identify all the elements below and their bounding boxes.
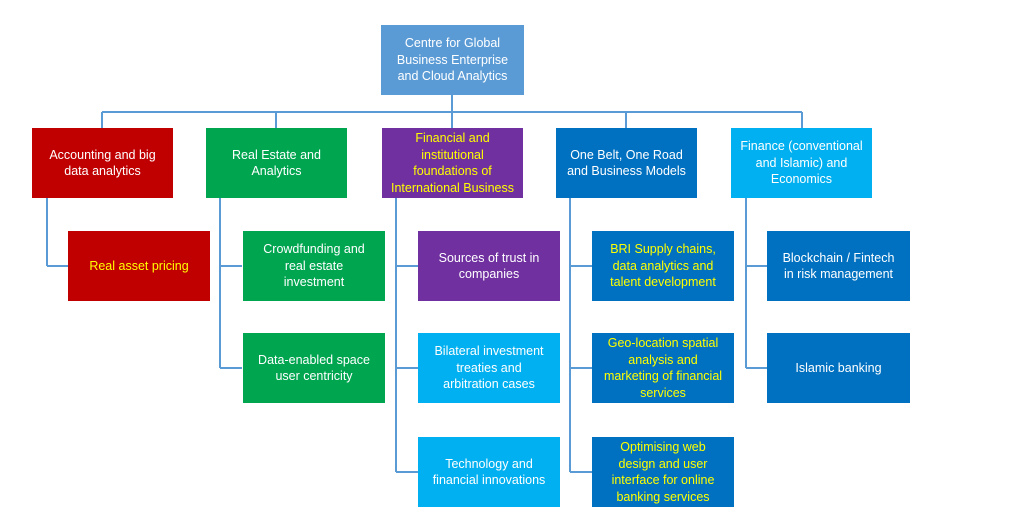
child-sources-of-trust: Sources of trust in companies [418, 231, 560, 301]
branch-one-belt-one-road: One Belt, One Road and Business Models [556, 128, 697, 198]
branch-finance-economics: Finance (conventional and Islamic) and E… [731, 128, 872, 198]
child-islamic-banking: Islamic banking [767, 333, 910, 403]
child-data-enabled-space: Data-enabled space user centricity [243, 333, 385, 403]
child-bri-supply-chains: BRI Supply chains, data analytics and ta… [592, 231, 734, 301]
child-geo-location: Geo-location spatial analysis and market… [592, 333, 734, 403]
child-crowdfunding: Crowdfunding and real estate investment [243, 231, 385, 301]
child-bilateral-investment: Bilateral investment treaties and arbitr… [418, 333, 560, 403]
branch-financial-foundations: Financial and institutional foundations … [382, 128, 523, 198]
child-blockchain-fintech: Blockchain / Fintech in risk management [767, 231, 910, 301]
root-node: Centre for Global Business Enterprise an… [381, 25, 524, 95]
child-real-asset-pricing: Real asset pricing [68, 231, 210, 301]
child-technology-innovations: Technology and financial innovations [418, 437, 560, 507]
child-web-design: Optimising web design and user interface… [592, 437, 734, 507]
branch-accounting: Accounting and big data analytics [32, 128, 173, 198]
branch-real-estate: Real Estate and Analytics [206, 128, 347, 198]
